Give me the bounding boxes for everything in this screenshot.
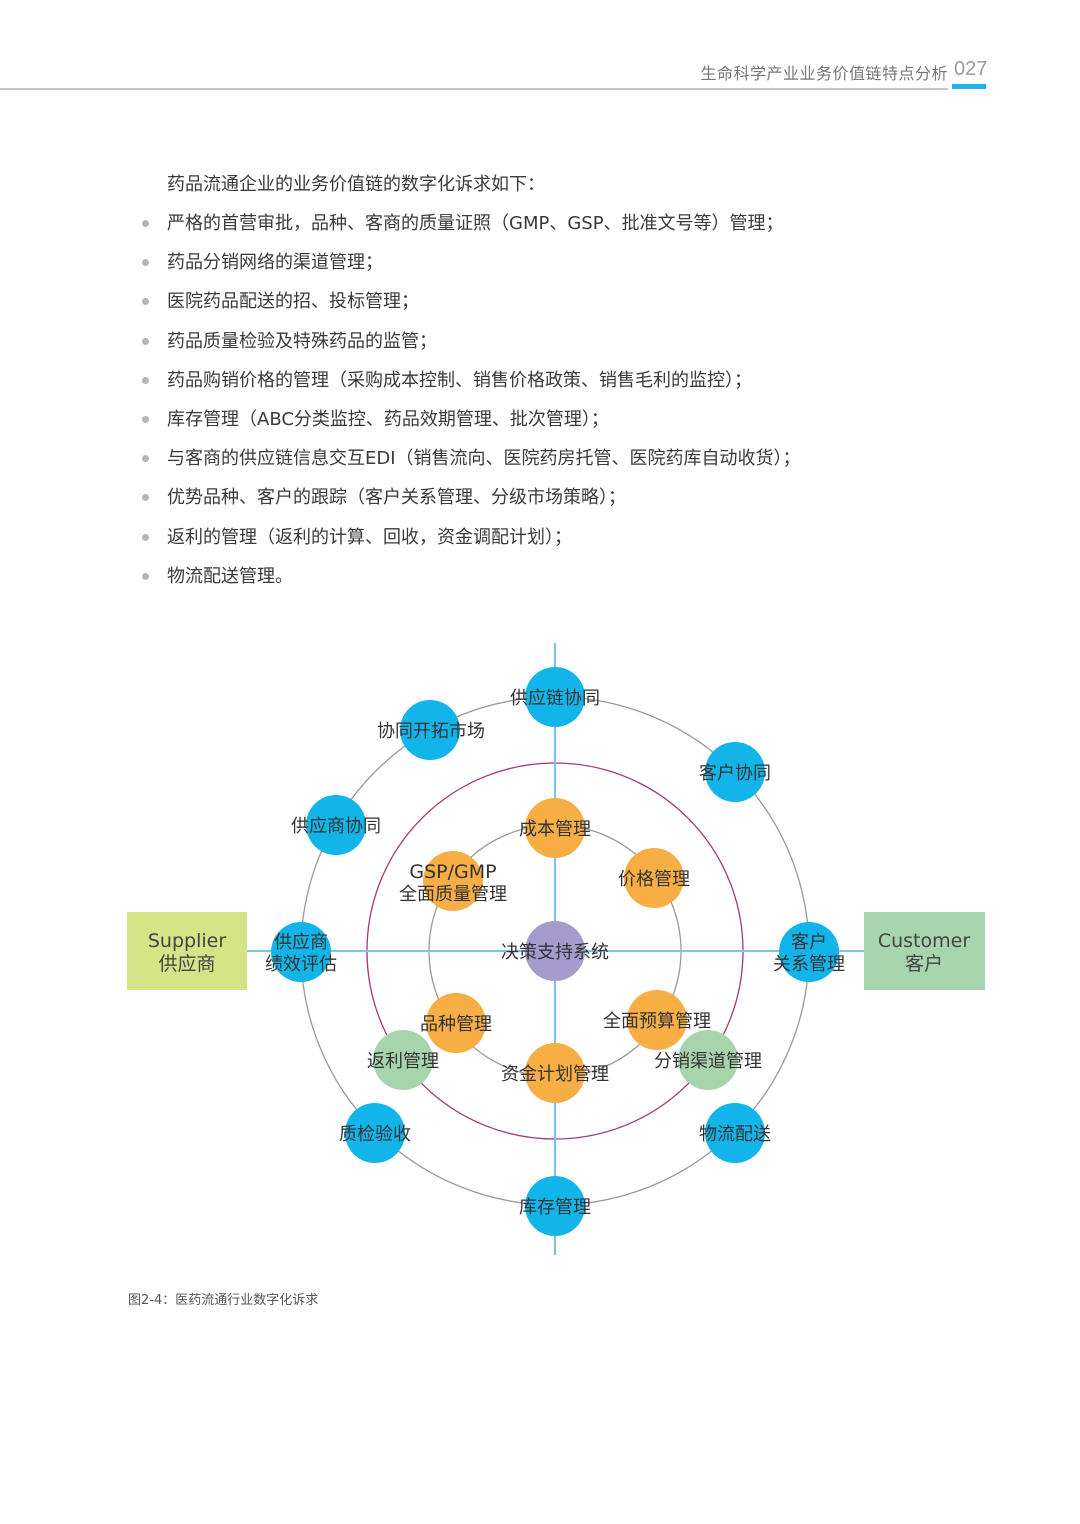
node-variety [426, 993, 486, 1053]
node-qc [345, 1103, 405, 1163]
list-item: 优势品种、客户的跟踪（客户关系管理、分级市场策略）； [140, 478, 801, 517]
node-budget [627, 990, 687, 1050]
list-item: 药品质量检验及特殊药品的监管； [140, 322, 801, 361]
node-logistics [705, 1103, 765, 1163]
label-fund: 资金计划管理 [501, 1064, 609, 1085]
list-item-text: 优势品种、客户的跟踪（客户关系管理、分级市场策略）； [167, 487, 626, 509]
label-supplier-eval-2: 绩效评估 [265, 954, 337, 975]
label-crm-2: 关系管理 [773, 954, 845, 975]
customer-box [864, 912, 985, 990]
label-inventory: 库存管理 [519, 1197, 591, 1218]
label-qc: 质检验收 [339, 1124, 411, 1145]
node-rebate [373, 1030, 433, 1090]
bullet-dot-icon [142, 376, 149, 384]
list-item-text: 药品质量检验及特殊药品的监管； [167, 330, 437, 352]
label-gsp-2: 全面质量管理 [399, 884, 507, 905]
node-fund [525, 1043, 585, 1103]
list-item: 药品购销价格的管理（采购成本控制、销售价格政策、销售毛利的监控）； [140, 361, 801, 400]
label-crm-1: 客户 [791, 932, 827, 953]
list-item-text: 严格的首营审批，品种、客商的质量证照（GMP、GSP、批准文号等）管理； [167, 213, 784, 234]
label-supplier-sync: 供应商协同 [291, 816, 381, 837]
intro-paragraph: 药品流通企业的业务价值链的数字化诉求如下： [167, 174, 545, 195]
label-variety: 品种管理 [420, 1014, 492, 1035]
list-item: 物流配送管理。 [140, 557, 801, 596]
node-price [624, 848, 684, 908]
node-supplier-sync [306, 795, 366, 855]
label-cost: 成本管理 [519, 819, 591, 840]
node-inventory [525, 1176, 585, 1236]
list-item-text: 医院药品配送的招、投标管理； [167, 291, 419, 313]
bullet-dot-icon [142, 494, 149, 502]
bullet-dot-icon [142, 337, 149, 345]
node-supply-chain [525, 667, 585, 727]
list-item: 返利的管理（返利的计算、回收，资金调配计划）； [140, 518, 801, 557]
bullet-dot-icon [142, 415, 149, 423]
supplier-box [127, 912, 247, 990]
value-chain-diagram: Supplier 供应商 Customer 客户 供应链协同 协同开拓市场 客户… [127, 643, 985, 1255]
bullet-dot-icon [142, 455, 149, 463]
header-divider [0, 88, 948, 90]
supplier-box-en: Supplier [148, 930, 226, 952]
label-customer-sync: 客户协同 [699, 763, 771, 784]
list-item-text: 药品分销网络的渠道管理； [167, 252, 383, 274]
figure-caption: 图2-4：医药流通行业数字化诉求 [128, 1293, 319, 1308]
node-supplier-eval [271, 922, 331, 982]
header-accent-bar [952, 84, 986, 89]
label-channel: 分销渠道管理 [654, 1051, 762, 1072]
label-price: 价格管理 [618, 869, 690, 890]
customer-box-zh: 客户 [905, 953, 943, 975]
supplier-box-zh: 供应商 [158, 953, 215, 975]
node-gsp [423, 851, 483, 911]
list-item: 库存管理（ABC分类监控、药品效期管理、批次管理）； [140, 400, 801, 439]
list-item-text: 库存管理（ABC分类监控、药品效期管理、批次管理）； [167, 408, 609, 430]
bullet-dot-icon [142, 572, 149, 580]
bullet-dot-icon [142, 298, 149, 306]
node-center [525, 921, 585, 981]
node-cost [525, 798, 585, 858]
list-item: 与客商的供应链信息交互EDI（销售流向、医院药房托管、医院药库自动收货）； [140, 439, 801, 478]
customer-box-en: Customer [878, 930, 970, 952]
node-crm [779, 922, 839, 982]
label-rebate: 返利管理 [367, 1051, 439, 1072]
label-supplier-eval-1: 供应商 [274, 932, 328, 953]
bullet-dot-icon [142, 259, 149, 267]
page-number: 027 [954, 58, 988, 80]
requirement-list: 严格的首营审批，品种、客商的质量证照（GMP、GSP、批准文号等）管理； 药品分… [140, 204, 801, 596]
list-item-text: 返利的管理（返利的计算、回收，资金调配计划）； [167, 526, 572, 548]
header-title: 生命科学产业业务价值链特点分析 [700, 64, 948, 83]
list-item-text: 物流配送管理。 [167, 565, 293, 587]
label-budget: 全面预算管理 [603, 1011, 711, 1032]
label-gsp-1: GSP/GMP [409, 861, 496, 883]
label-supply-chain: 供应链协同 [510, 688, 600, 709]
bullet-dot-icon [142, 533, 149, 541]
list-item: 医院药品配送的招、投标管理； [140, 282, 801, 321]
label-logistics: 物流配送 [699, 1124, 771, 1145]
list-item: 药品分销网络的渠道管理； [140, 243, 801, 282]
list-item-text: 与客商的供应链信息交互EDI（销售流向、医院药房托管、医院药库自动收货）； [167, 448, 801, 470]
node-market [400, 700, 460, 760]
label-center: 决策支持系统 [501, 942, 609, 963]
list-item-text: 药品购销价格的管理（采购成本控制、销售价格政策、销售毛利的监控）； [167, 369, 752, 391]
label-market: 协同开拓市场 [377, 721, 485, 742]
list-item: 严格的首营审批，品种、客商的质量证照（GMP、GSP、批准文号等）管理； [140, 204, 801, 243]
node-customer-sync [705, 742, 765, 802]
bullet-dot-icon [142, 220, 149, 227]
node-channel [678, 1030, 738, 1090]
